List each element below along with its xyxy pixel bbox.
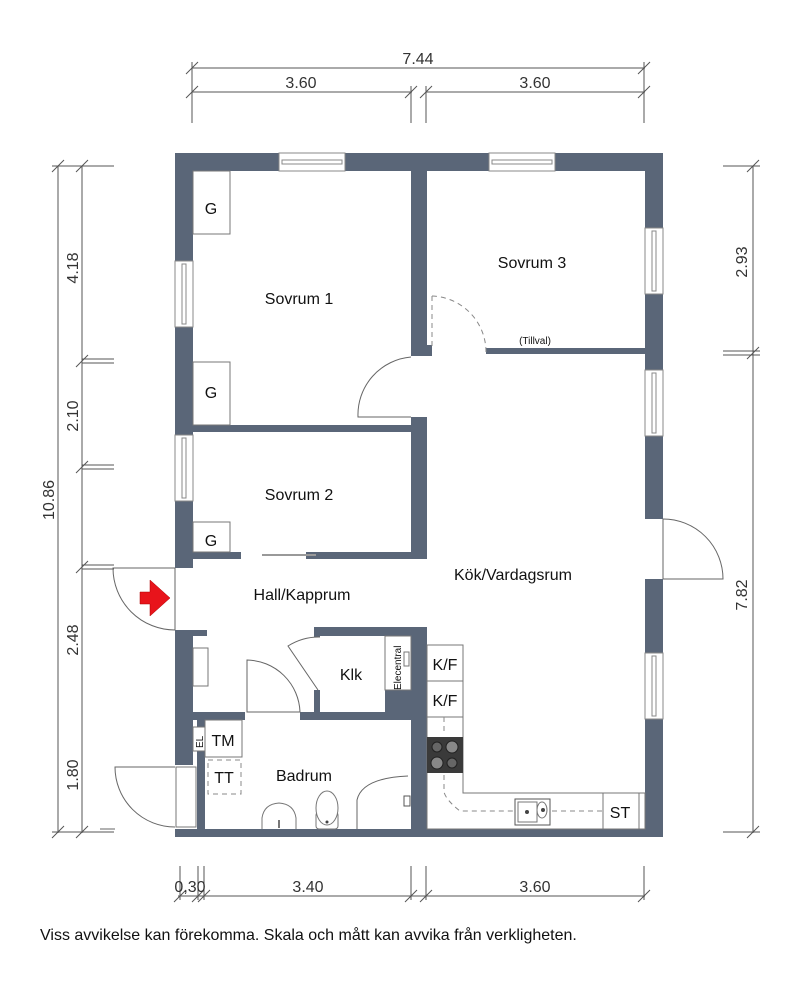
room-sovrum-1: Sovrum 1 (265, 291, 334, 308)
dim-top-left: 3.60 (285, 75, 316, 92)
coat-rack (192, 647, 209, 687)
room-klk: Klk (340, 667, 363, 684)
dim-left-1: 4.18 (65, 252, 82, 283)
wardrobe-1: G (192, 170, 231, 235)
fridge-freezer-1-label: K/F (433, 657, 458, 674)
left-dimensions: 10.86 4.18 2.10 2.48 1.80 (41, 159, 114, 839)
tumble-dryer-label: TT (214, 770, 234, 787)
room-sovrum-3: Sovrum 3 (498, 255, 567, 272)
dim-right-2: 7.82 (734, 579, 751, 610)
wardrobe-3: G (192, 521, 231, 553)
fridge-freezer-2-label: K/F (433, 693, 458, 710)
elecentral: Elecentral (384, 635, 412, 691)
disclaimer-text: Viss avvikelse kan förekomma. Skala och … (40, 927, 577, 944)
dishwasher-label: ST (610, 805, 631, 822)
dim-left-3: 2.48 (65, 624, 82, 655)
dim-left-4: 1.80 (65, 759, 82, 790)
exterior-doors (100, 518, 724, 830)
washing-machine-label: TM (211, 733, 234, 750)
dim-bottom-2: 3.40 (292, 879, 323, 896)
wardrobe-2-label: G (205, 385, 217, 402)
kitchen-counter: K/F K/F ST (426, 644, 646, 830)
dim-right-1: 2.93 (734, 246, 751, 277)
right-dimensions: 2.93 7.82 (723, 159, 760, 839)
stove-icon (427, 737, 463, 773)
room-tillval-note: (Tillval) (519, 336, 551, 347)
interior-doors (246, 295, 487, 713)
bathroom-fixtures: EL TM TT (192, 719, 411, 830)
dim-bottom-3: 3.60 (519, 879, 550, 896)
room-sovrum-2: Sovrum 2 (265, 487, 334, 504)
dim-top-right: 3.60 (519, 75, 550, 92)
interior-walls (175, 153, 646, 837)
wardrobe-3-label: G (205, 533, 217, 550)
room-hall: Hall/Kapprum (254, 587, 351, 604)
washbasin-icon (261, 802, 297, 829)
el-label: EL (195, 735, 206, 748)
entrance-arrow-icon (139, 579, 171, 617)
dim-bottom-1: 0,30 (174, 879, 205, 896)
wardrobe-1-label: G (205, 201, 217, 218)
bottom-dimensions: 0,30 3.40 3.60 (173, 866, 651, 903)
dim-left-2: 2.10 (65, 400, 82, 431)
elecentral-label: Elecentral (393, 646, 404, 690)
room-kok-vardagsrum: Kök/Vardagsrum (454, 567, 572, 584)
room-badrum: Badrum (276, 768, 332, 785)
top-dimensions: 7.44 3.60 3.60 (185, 51, 651, 123)
windows (174, 152, 664, 720)
dim-left-total: 10.86 (41, 480, 58, 520)
toilet-icon (315, 790, 339, 826)
wardrobe-2: G (192, 361, 231, 426)
dim-top-total: 7.44 (402, 51, 433, 68)
